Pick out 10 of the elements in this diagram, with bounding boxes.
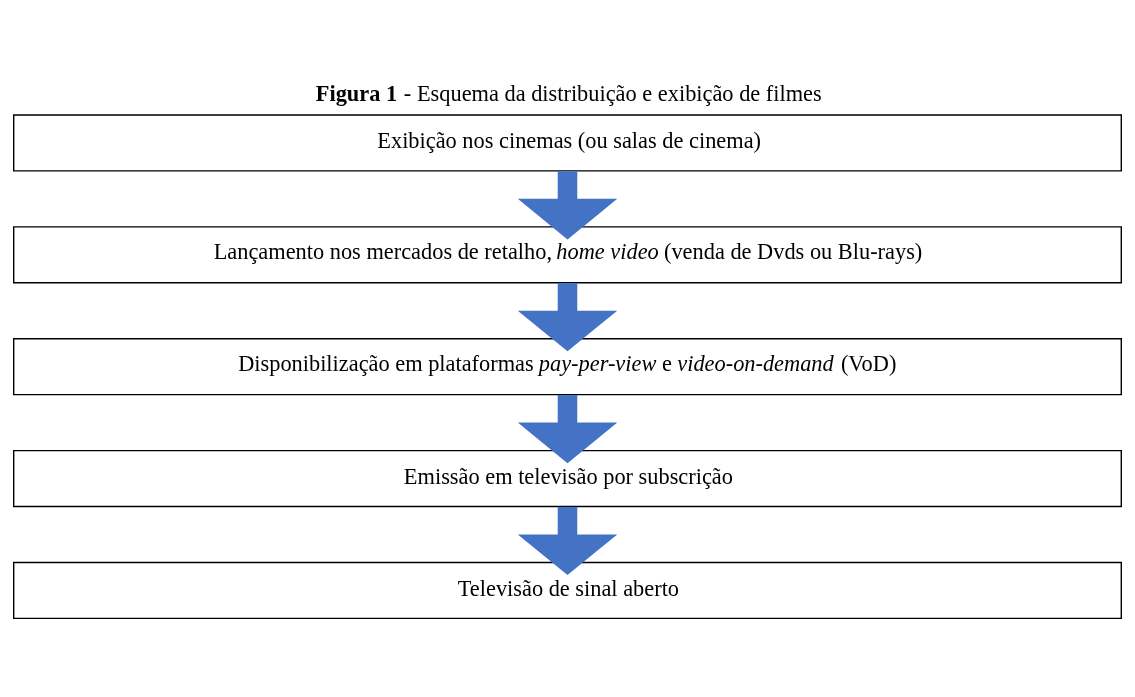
node-box: Exibição nos cinemas (ou salas de cinema): [13, 114, 1122, 172]
node-box: Televisão de sinal aberto: [13, 561, 1122, 620]
node-box: Disponibilização em plataformas pay-per-view e video-on-demand (VoD): [13, 338, 1122, 396]
node-box: Emissão em televisão por subscrição: [13, 449, 1122, 508]
arrow: [517, 283, 618, 352]
arrow: [517, 171, 618, 240]
arrow: [517, 506, 618, 575]
diagram-title: Figura 1 - Esquema da distribuição e exibição de filmes: [315, 80, 822, 106]
arrow: [517, 395, 618, 464]
node-box: Lançamento nos mercados de retalho, home video (venda de Dvds ou Blu-rays): [13, 226, 1122, 284]
